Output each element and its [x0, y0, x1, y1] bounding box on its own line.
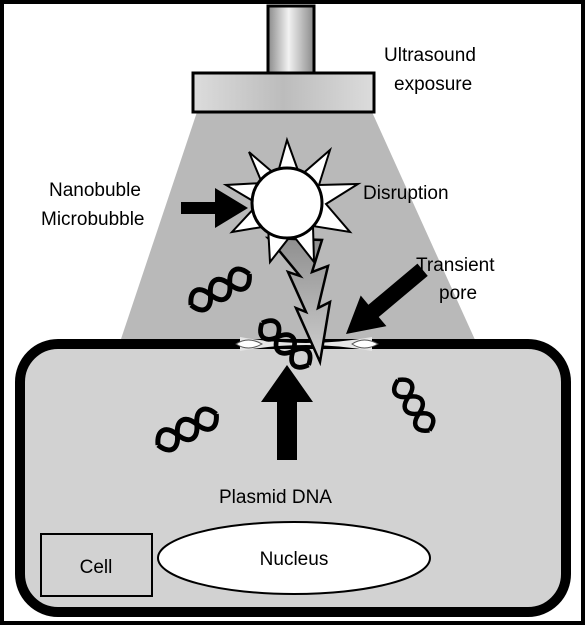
nucleus	[157, 521, 431, 595]
bubble-arrow-icon	[181, 188, 248, 228]
pore-label-line2: pore	[439, 283, 477, 304]
uptake-arrow-icon	[261, 365, 313, 460]
disruption-label: Disruption	[363, 183, 449, 204]
ultrasound-label-line1: Ultrasound	[384, 45, 476, 66]
transient-pore	[240, 337, 372, 351]
ultrasound-transducer	[191, 71, 376, 114]
disruption-bolt	[264, 236, 332, 367]
ultrasound-label-line2: exposure	[394, 74, 472, 95]
bubble-label-line2: Microbubble	[41, 209, 145, 230]
pore-arrow-icon	[346, 263, 428, 334]
cell-label: Cell	[80, 557, 113, 578]
pore-label-line1: Transient	[416, 255, 495, 276]
bubble-label-line1: Nanobuble	[49, 180, 141, 201]
microbubble	[250, 166, 324, 240]
cell-label-box	[40, 533, 153, 597]
transducer-shaft	[266, 4, 316, 76]
plasmid-label: Plasmid DNA	[219, 487, 332, 508]
nucleus-label: Nucleus	[260, 549, 329, 570]
